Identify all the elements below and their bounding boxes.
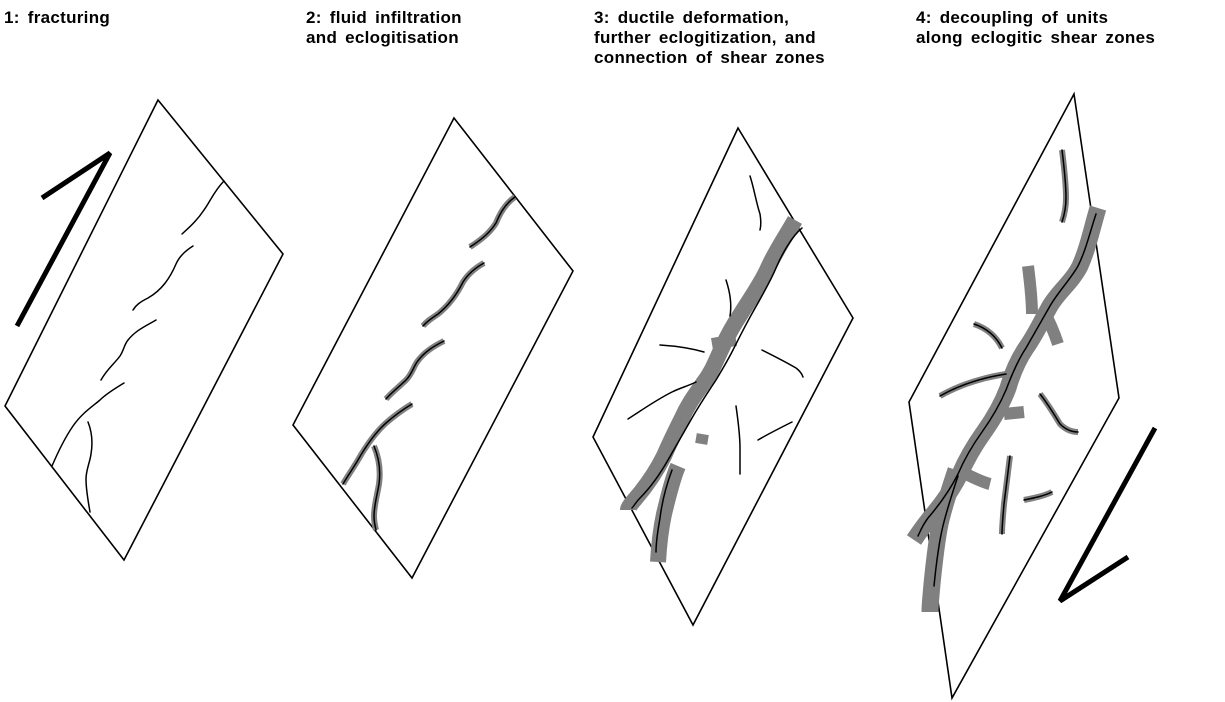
- stage-2-eclogite-halo: [423, 263, 484, 326]
- stage-1-fracture: [101, 320, 156, 380]
- stage-3-shear-zone: [696, 438, 708, 440]
- stage-1-panel: [5, 100, 283, 560]
- stage-1-fracture: [133, 246, 193, 310]
- shear-sense-arrow-right: [1060, 428, 1155, 601]
- stage-4-fracture-halo: [940, 374, 1006, 396]
- shear-sense-arrow-left: [17, 153, 110, 326]
- stage-2-panel: [293, 118, 573, 578]
- stage-1-fracture: [52, 383, 124, 466]
- stage-1-fracture: [182, 181, 224, 234]
- stage-3-fracture: [726, 280, 731, 316]
- stage-3-fracture: [762, 350, 803, 377]
- stage-4-fracture-halo: [974, 324, 1002, 348]
- stage-4-shear-zone: [966, 474, 990, 484]
- stage-3-fracture: [758, 422, 792, 440]
- stage-3-panel: [593, 128, 853, 625]
- stage-4-fracture-halo: [1040, 394, 1078, 432]
- stage-3-fracture: [750, 176, 761, 230]
- stage-1-fracture: [86, 422, 92, 512]
- stage-1-rock-block: [5, 100, 283, 560]
- stage-4-shear-zone: [930, 470, 956, 612]
- stage-3-fracture: [660, 345, 704, 352]
- stage-4-shear-zone: [1044, 312, 1058, 344]
- stage-4-shear-zone: [1004, 412, 1024, 414]
- stage-3-rock-block: [593, 128, 853, 625]
- stage-4-shear-zone: [1028, 266, 1032, 314]
- stage-2-eclogite-halo: [470, 197, 515, 247]
- stage-3-fracture: [736, 406, 740, 474]
- stage-3-shear-zone: [712, 340, 736, 344]
- stage-3-shear-zone: [628, 220, 795, 510]
- stage-4-panel: [909, 94, 1155, 698]
